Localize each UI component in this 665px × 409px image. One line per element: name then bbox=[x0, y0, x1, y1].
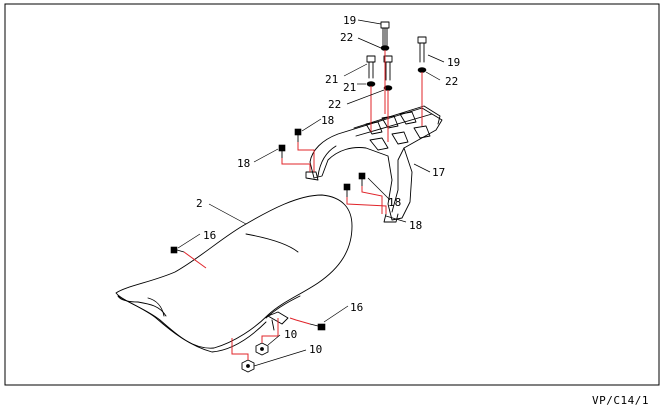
bolt-21-center bbox=[383, 55, 393, 81]
bolt-21-left bbox=[366, 55, 376, 79]
callout-18-upper: 18 bbox=[321, 114, 334, 127]
assembly-lines bbox=[183, 50, 423, 360]
callout-21-mid: 21 bbox=[343, 81, 356, 94]
washer-22-a bbox=[380, 45, 390, 51]
screw-16-right bbox=[309, 323, 326, 331]
seat-part bbox=[115, 194, 353, 353]
callout-16-left: 16 bbox=[203, 229, 216, 242]
bolt-19-right bbox=[417, 36, 427, 63]
washer-22-b bbox=[417, 67, 427, 73]
bolt-18-d bbox=[343, 183, 351, 198]
callout-17: 17 bbox=[432, 166, 445, 179]
callout-22-mid: 22 bbox=[328, 98, 341, 111]
callout-18-right: 18 bbox=[388, 196, 401, 209]
washer-22-c bbox=[366, 81, 376, 87]
rear-carrier-part bbox=[305, 105, 443, 223]
callout-21-left: 21 bbox=[325, 73, 338, 86]
drawing-frame bbox=[4, 3, 660, 386]
leader-lines bbox=[177, 19, 445, 367]
seat-bracket bbox=[267, 311, 289, 331]
bolt-18-b bbox=[278, 144, 286, 159]
callout-16-right: 16 bbox=[350, 301, 363, 314]
callout-22-top: 22 bbox=[340, 31, 353, 44]
callout-22-right: 22 bbox=[445, 75, 458, 88]
bolt-18-c bbox=[358, 172, 366, 187]
nut-10-a bbox=[255, 342, 269, 356]
callout-2: 2 bbox=[196, 197, 203, 210]
bolt-18-a bbox=[294, 128, 302, 143]
callout-18-left: 18 bbox=[237, 157, 250, 170]
screw-16-left bbox=[170, 246, 185, 254]
callout-19-right: 19 bbox=[447, 56, 460, 69]
callout-10-lower: 10 bbox=[309, 343, 322, 356]
callout-18-lower: 18 bbox=[409, 219, 422, 232]
sheet-code: VP/C14/1 bbox=[592, 394, 649, 407]
callout-10-upper: 10 bbox=[284, 328, 297, 341]
nut-10-b bbox=[241, 359, 255, 373]
callout-labels: 19 22 19 21 21 22 22 18 18 17 18 18 2 16… bbox=[196, 14, 460, 356]
callout-19-top: 19 bbox=[343, 14, 356, 27]
